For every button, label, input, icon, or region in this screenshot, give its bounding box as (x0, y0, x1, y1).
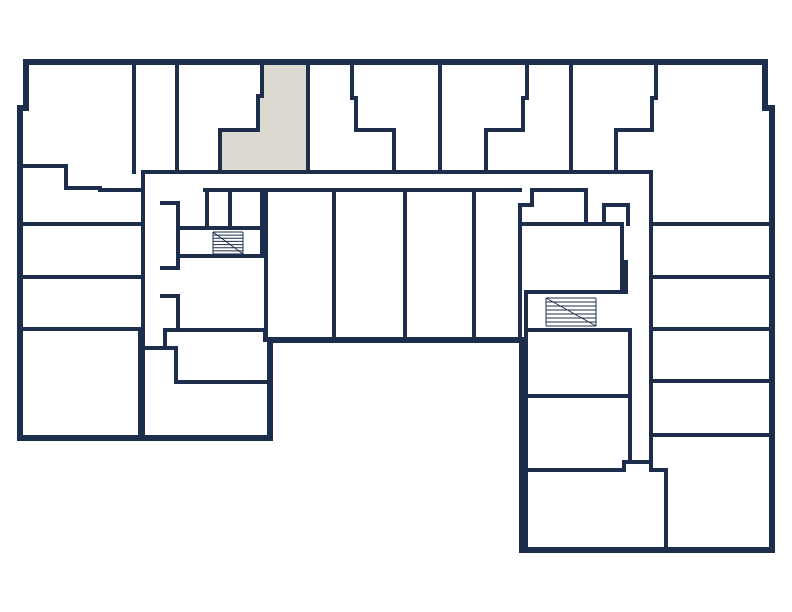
unit-wall (484, 60, 529, 174)
unit-wall (614, 60, 658, 174)
core-wall (163, 328, 267, 342)
core-wall (203, 188, 264, 230)
core-wall (524, 290, 632, 398)
core-wall (522, 222, 624, 294)
core-wall (620, 260, 628, 294)
corridor-wall (141, 170, 653, 464)
unit-wall (524, 460, 668, 552)
core-wall (518, 188, 588, 226)
core-wall (602, 203, 630, 226)
unit-wall (350, 60, 396, 174)
unit-wall (218, 60, 264, 174)
core-wall (141, 346, 267, 384)
core-wall (160, 294, 180, 332)
unit-wall (18, 164, 145, 192)
stair-break-line (212, 231, 244, 255)
stair-east (545, 297, 597, 327)
walls (17, 59, 775, 553)
stair-break-line (545, 297, 597, 327)
core-wall (160, 226, 180, 270)
unit-wall (524, 394, 632, 460)
stair-west (212, 231, 244, 255)
